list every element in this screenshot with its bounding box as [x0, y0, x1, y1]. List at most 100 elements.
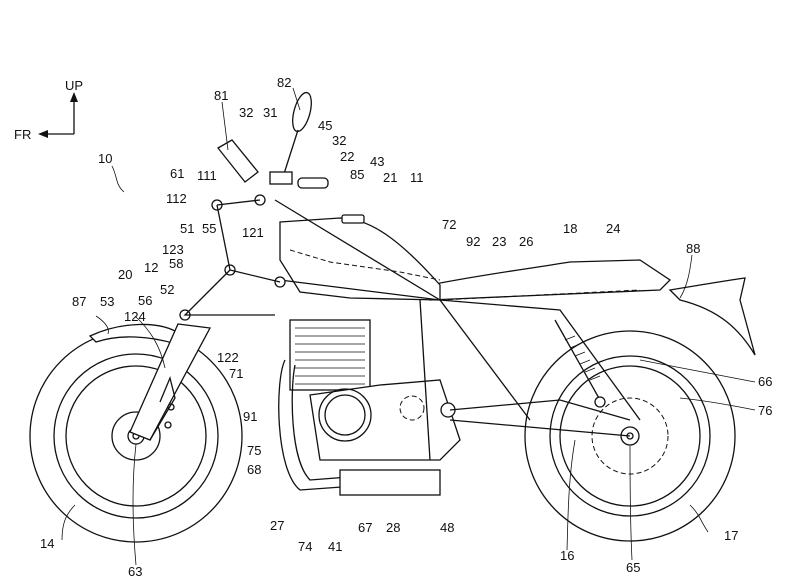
ref-87: 87: [72, 294, 86, 309]
exhaust-pipe-outer: [278, 359, 441, 491]
ref-12: 12: [144, 260, 158, 275]
seat-frame-hidden: [439, 289, 641, 301]
leader-82: [292, 87, 301, 111]
ref-68: 68: [247, 462, 261, 477]
front-hub: [111, 411, 161, 461]
front-arrow-head-icon: [38, 130, 48, 138]
ref-71: 71: [229, 366, 243, 381]
ref-16: 16: [560, 548, 574, 563]
link-arms: [183, 199, 281, 316]
down-tube: [419, 299, 431, 461]
rear-shock-absorber: [554, 319, 606, 408]
leader-66: [639, 359, 756, 383]
shock-spring: [564, 335, 601, 381]
ref-58: 58: [169, 256, 183, 271]
engine: [289, 319, 461, 461]
ref-32-lower: 32: [332, 133, 346, 148]
leader-81: [221, 101, 229, 151]
ref-28: 28: [386, 520, 400, 535]
ref-56: 56: [138, 293, 152, 308]
ref-41: 41: [328, 539, 342, 554]
ref-51: 51: [180, 221, 194, 236]
ref-24: 24: [606, 221, 620, 236]
leader-53: [134, 315, 166, 369]
ref-66: 66: [758, 374, 772, 389]
leader-16: [566, 439, 576, 551]
ref-26: 26: [519, 234, 533, 249]
front-rim-inner: [65, 365, 207, 507]
fuel-cap: [341, 214, 365, 224]
ref-48: 48: [440, 520, 454, 535]
ref-22: 22: [340, 149, 354, 164]
ref-45: 45: [318, 118, 332, 133]
ref-20: 20: [118, 267, 132, 282]
ref-23: 23: [492, 234, 506, 249]
rear-wheel: [524, 330, 736, 542]
ref-32-upper: 32: [239, 105, 253, 120]
ref-74: 74: [298, 539, 312, 554]
brake-caliper-mount: [149, 375, 176, 441]
crankcase: [309, 379, 461, 461]
caliper-bolt: [164, 421, 172, 429]
cylinder-block: [289, 319, 371, 391]
orientation-indicator: UP FR: [14, 78, 83, 142]
ref-81: 81: [214, 88, 228, 103]
ref-91: 91: [243, 409, 257, 424]
swing-arm: [449, 419, 631, 437]
ref-111: 111: [197, 168, 217, 183]
generator-cover: [318, 388, 372, 442]
ref-10: 10: [98, 151, 112, 166]
ref-53: 53: [100, 294, 114, 309]
front-wheel: [29, 329, 243, 543]
ref-82: 82: [277, 75, 291, 90]
swing-arm-upper: [449, 399, 631, 421]
rear-fender: [668, 277, 756, 356]
reference-numerals: 10 81 82 32 31 45 32 22 85 43 21 11 61 1…: [40, 75, 772, 579]
steering-linkage: [179, 194, 286, 321]
ref-123: 123: [162, 242, 184, 257]
rear-tire-outer: [524, 330, 736, 542]
ref-67: 67: [358, 520, 372, 535]
main-frame-upper: [274, 199, 641, 421]
up-arrow-head-icon: [70, 92, 78, 102]
ref-14: 14: [40, 536, 54, 551]
ref-55: 55: [202, 221, 216, 236]
ref-124: 124: [124, 309, 146, 324]
mirror: [292, 91, 312, 133]
ref-27: 27: [270, 518, 284, 533]
leader-10: [111, 165, 125, 193]
shock-mount: [594, 396, 606, 408]
leader-14: [61, 504, 76, 541]
frame: [274, 199, 641, 461]
rear-rim-outer: [549, 355, 711, 517]
ref-61: 61: [170, 166, 184, 181]
handlebar-grip: [297, 177, 329, 189]
rear-rim-inner: [559, 365, 701, 507]
leader-76: [679, 397, 756, 411]
ref-92: 92: [466, 234, 480, 249]
ref-65: 65: [626, 560, 640, 575]
ref-88: 88: [686, 241, 700, 256]
frame-brace: [439, 299, 531, 421]
ref-17: 17: [724, 528, 738, 543]
seat: [429, 259, 672, 301]
leader-17: [689, 504, 709, 533]
ref-122: 122: [217, 350, 239, 365]
ref-85: 85: [350, 167, 364, 182]
caliper-bolt: [167, 403, 175, 411]
tank-inner-hidden: [289, 249, 441, 281]
front-fender: [88, 323, 181, 345]
ref-21: 21: [383, 170, 397, 185]
shock-body: [554, 319, 601, 401]
fuel-tank: [279, 217, 441, 301]
leader-87: [95, 315, 109, 335]
leader-65: [629, 445, 633, 561]
ref-43: 43: [370, 154, 384, 169]
leader-lines: [61, 87, 756, 566]
leader-88: [679, 254, 693, 299]
ref-75: 75: [247, 443, 261, 458]
ref-18: 18: [563, 221, 577, 236]
ref-76: 76: [758, 403, 772, 418]
ref-11: 11: [410, 170, 424, 185]
